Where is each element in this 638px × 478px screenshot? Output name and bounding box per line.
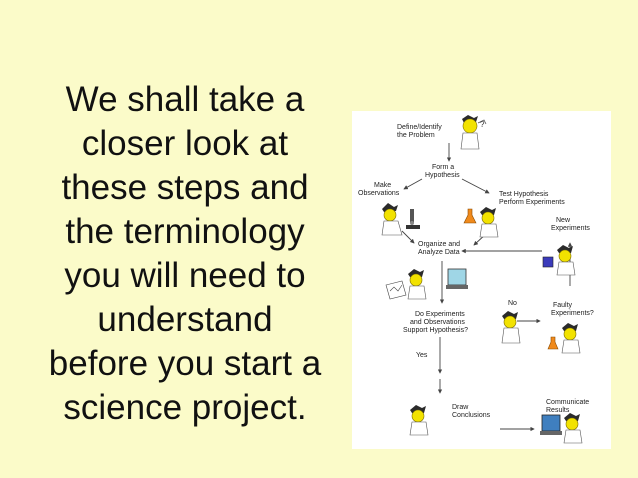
label-communicate-line1: Communicate [546,399,589,406]
label-organize-line2: Analyze Data [418,249,460,256]
label-test-line2: Perform Experiments [499,199,565,206]
label-new-line1: New [556,217,571,224]
scientist-icon: ? [460,115,487,150]
label-yes: Yes [416,352,428,359]
label-new-line2: Experiments [551,225,590,232]
label-define-line1: Define/Identify [397,124,442,131]
label-support-line3: Support Hypothesis? [403,327,468,334]
label-communicate-line2: Results [546,407,570,414]
label-test-line1: Test Hypothesis [499,191,549,198]
flask-icon [547,336,559,350]
label-faulty-line2: Experiments? [551,310,594,317]
scientist-icon [556,245,576,276]
scientific-method-diagram: Define/Identify the Problem Form a Hypot… [352,111,611,449]
arrow-observations-to-organize [401,230,415,244]
text-line: We shall take a [65,80,305,119]
test-tube-icon [542,256,554,268]
label-hypothesis-line1: Form a [432,164,454,171]
text-line: before you start a [48,344,322,383]
label-hypothesis-line2: Hypothesis [425,172,460,179]
arrow-hypothesis-to-test [461,178,490,194]
flask-icon [463,208,477,224]
slide-body-text: We shall take a closer look at these ste… [22,78,348,430]
label-no: No [508,300,517,307]
computer-icon [540,414,562,435]
scientist-icon [479,207,499,238]
graph-paper-icon [385,280,407,300]
label-faulty-line1: Faulty [553,302,573,309]
scientist-icon [407,269,427,300]
text-line: you will need to [64,256,306,295]
microscope-icon [406,209,420,229]
arrow-hypothesis-to-observations [403,178,423,190]
text-line: science project. [63,388,307,427]
scientist-icon [501,311,521,344]
diagram-svg: Define/Identify the Problem Form a Hypot… [358,115,594,444]
text-line: these steps and [61,168,309,207]
svg-text:?: ? [480,120,485,129]
scientist-icon [563,413,583,444]
label-conclusions-line2: Conclusions [452,412,491,419]
label-observations-line2: Observations [358,190,400,197]
label-conclusions-line1: Draw [452,404,469,411]
scientist-icon [381,203,403,236]
scientist-icon [409,405,429,436]
text-line: understand [97,300,273,339]
label-support-line1: Do Experiments [415,311,465,318]
text-line: the terminology [65,212,305,251]
label-define-line2: the Problem [397,132,435,139]
label-observations-line1: Make [374,182,391,189]
text-line: closer look at [81,124,289,163]
label-support-line2: and Observations [410,319,465,326]
label-organize-line1: Organize and [418,241,460,248]
computer-icon [446,268,468,289]
scientist-icon [561,323,581,354]
